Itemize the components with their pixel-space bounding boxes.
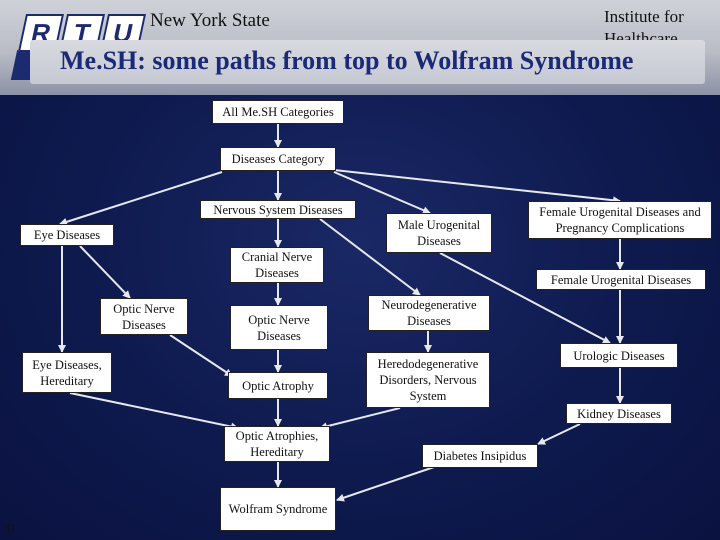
node-diseases-category: Diseases Category	[220, 147, 336, 171]
node-nervous-system-diseases: Nervous System Diseases	[200, 200, 356, 219]
slide-header: R T U New York State Institute for Healt…	[0, 0, 720, 95]
edge-nervous-to-neuro	[319, 218, 421, 296]
node-all-mesh: All Me.SH Categories	[212, 100, 344, 124]
edge-kidney-to-di	[537, 423, 581, 445]
node-wolfram-syndrome: Wolfram Syndrome	[220, 487, 336, 531]
edge-diseases-to-female-preg	[333, 169, 621, 205]
node-optic-atrophies-hereditary: Optic Atrophies, Hereditary	[224, 426, 330, 462]
node-eye-diseases-hereditary: Eye Diseases, Hereditary	[22, 352, 112, 393]
edge-diseases-to-eye	[59, 171, 223, 226]
edge-diseases-to-male	[333, 171, 431, 214]
node-eye-diseases: Eye Diseases	[20, 224, 114, 246]
node-optic-nerve-diseases-mid: Optic Nerve Diseases	[230, 305, 328, 350]
edge-hered-to-oah	[319, 407, 401, 431]
edge-male-to-urologic	[439, 252, 611, 344]
node-female-urogenital-pregnancy: Female Urogenital Diseases and Pregnancy…	[528, 201, 712, 239]
node-urologic-diseases: Urologic Diseases	[560, 343, 678, 368]
edge-di-to-wolfram	[336, 464, 441, 502]
node-neurodegenerative-diseases: Neurodegenerative Diseases	[368, 295, 490, 331]
page-number: 31	[4, 520, 16, 534]
node-optic-atrophy: Optic Atrophy	[228, 372, 328, 399]
edge-optic-left-to-optic-atrophy	[169, 334, 233, 377]
node-optic-nerve-diseases-left: Optic Nerve Diseases	[100, 298, 188, 335]
node-cranial-nerve-diseases: Cranial Nerve Diseases	[230, 247, 324, 283]
node-kidney-diseases: Kidney Diseases	[566, 403, 672, 424]
node-female-urogenital-diseases: Female Urogenital Diseases	[536, 269, 706, 290]
node-diabetes-insipidus: Diabetes Insipidus	[422, 444, 538, 468]
node-heredodegenerative-disorders: Heredodegenerative Disorders, Nervous Sy…	[366, 352, 490, 408]
org-name-left: New York State	[150, 10, 270, 31]
node-male-urogenital-diseases: Male Urogenital Diseases	[386, 213, 492, 253]
slide-title: Me.SH: some paths from top to Wolfram Sy…	[60, 46, 634, 75]
edge-eye-to-optic-left	[79, 245, 131, 299]
title-band	[30, 40, 705, 84]
edge-eye-hered-to-oah	[69, 392, 239, 431]
